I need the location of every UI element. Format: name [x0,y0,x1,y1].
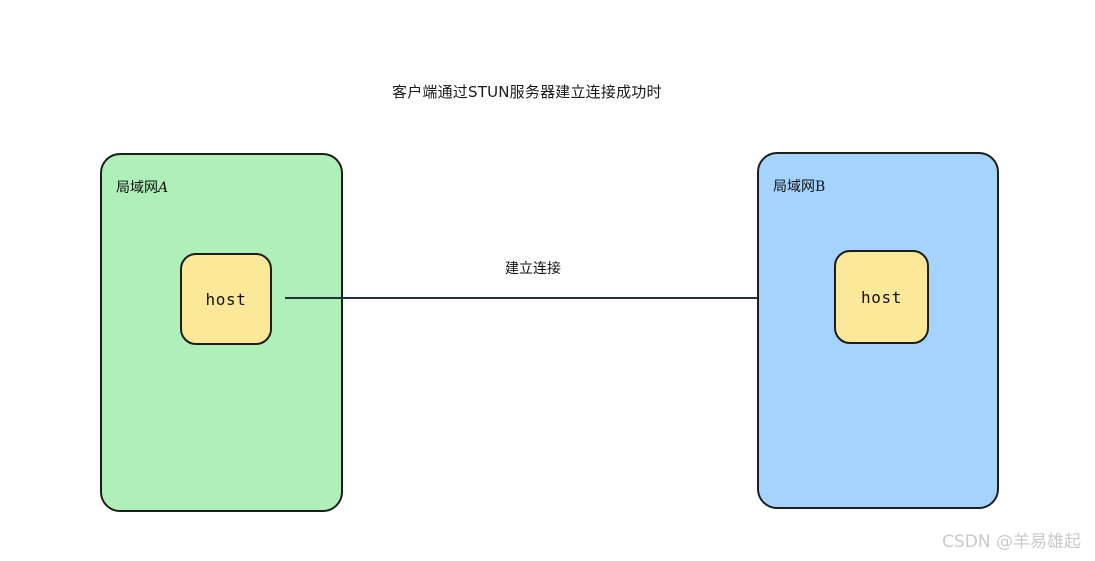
connection-label: 建立连接 [505,261,561,277]
csdn-watermark: CSDN @羊易雄起 [942,532,1081,552]
host-node-a[interactable]: host [180,253,272,345]
lan-b-label-prefix: 局域网 [773,179,815,195]
connection-line [285,297,813,299]
lan-a-label: 局域网A [116,179,168,197]
lan-b-label: 局域网B [773,178,825,196]
lan-a-label-prefix: 局域网 [116,180,158,196]
lan-a-label-letter: A [158,180,169,196]
lan-b-label-letter: B [815,179,826,195]
host-node-b-label: host [861,287,902,307]
page-title: 客户端通过STUN服务器建立连接成功时 [392,83,662,101]
host-node-a-label: host [205,289,247,309]
host-node-b[interactable]: host [834,250,929,344]
